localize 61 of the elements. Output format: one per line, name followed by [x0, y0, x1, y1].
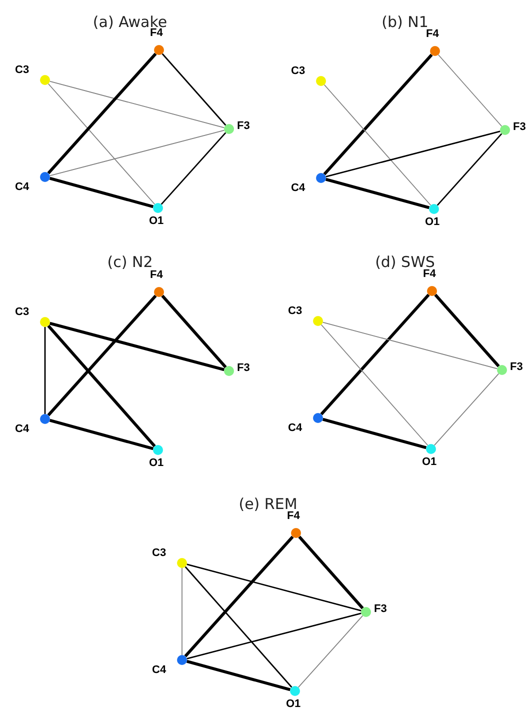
electrode-label: C4	[15, 424, 30, 435]
electrode-label: O1	[149, 216, 164, 227]
connection-line	[184, 536, 294, 658]
electrode-label: F4	[287, 511, 300, 522]
connection-line	[298, 536, 364, 610]
connection-line	[322, 418, 427, 450]
electrode-label: F4	[423, 269, 436, 280]
electrode-label: C4	[288, 423, 302, 434]
panel-title: (c) N2	[107, 255, 153, 270]
connection-line	[184, 566, 292, 688]
connection-line	[47, 324, 156, 448]
electrode-label: F3	[510, 362, 523, 373]
connection-line	[161, 294, 227, 368]
electrode-label: C3	[152, 548, 166, 559]
connection-line	[436, 133, 502, 206]
connection-line	[326, 130, 500, 178]
electrode-label: O1	[425, 217, 440, 228]
connection-line	[48, 83, 156, 205]
connection-line	[47, 52, 157, 174]
connection-line	[298, 615, 364, 688]
connection-line	[186, 612, 362, 660]
electrode-label: F3	[237, 363, 250, 374]
electrode-label: F3	[374, 604, 387, 615]
electrode-label: F4	[150, 28, 163, 39]
electrode-label: C4	[291, 183, 306, 194]
connection-line	[49, 130, 225, 176]
electrode-label: C3	[288, 306, 302, 317]
connection-line	[438, 54, 502, 127]
electrode-label: F3	[237, 121, 250, 132]
connection-line	[434, 373, 500, 446]
connection-line	[47, 294, 157, 416]
connection-line	[49, 176, 154, 208]
electrode-label: C3	[291, 66, 306, 77]
electrode-label: C4	[152, 665, 166, 676]
connection-line	[49, 322, 225, 372]
connection-line	[324, 84, 432, 206]
connection-line	[434, 294, 500, 368]
connection-line	[44, 327, 46, 414]
connection-line	[160, 132, 226, 205]
connection-line	[323, 54, 433, 176]
connection-line	[49, 80, 225, 128]
panel-title: (d) SWS	[375, 255, 435, 270]
electrode-label: F4	[150, 270, 163, 281]
connection-line	[325, 178, 430, 210]
panel-title: (e) REM	[238, 497, 298, 512]
electrode-label: F3	[513, 122, 526, 133]
connection-line	[186, 564, 362, 612]
electrode-label: C3	[15, 307, 30, 318]
electrode-label: C4	[15, 182, 30, 193]
electrode-label: C3	[15, 65, 30, 76]
panel-title: (b) N1	[382, 15, 428, 30]
connection-line	[322, 322, 498, 370]
electrode-label: O1	[149, 458, 164, 469]
electrode-label: O1	[422, 457, 437, 468]
connection-line	[186, 660, 291, 692]
connection-line	[320, 294, 430, 416]
connection-line	[49, 418, 154, 450]
connection-line	[162, 53, 226, 126]
electrode-label: O1	[286, 699, 301, 710]
electrode-label: F4	[426, 29, 439, 40]
connection-line	[320, 324, 428, 446]
